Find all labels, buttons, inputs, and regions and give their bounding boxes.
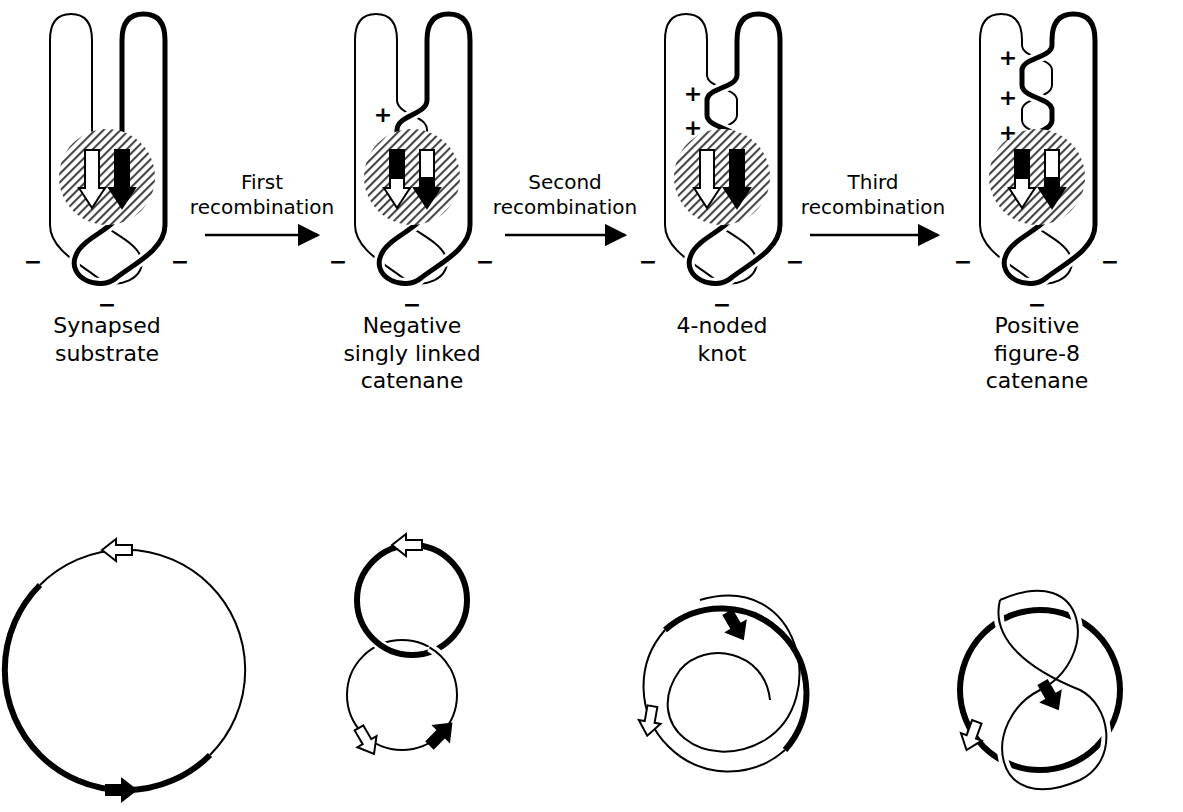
ring-halo (430, 647, 450, 667)
node-sign: − (24, 251, 42, 273)
site-arrow (79, 150, 105, 208)
step-label: Second recombination (490, 170, 640, 220)
site-arrow (694, 150, 720, 208)
node-sign: + (999, 87, 1017, 109)
product-caption: Positive figure-8 catenane (980, 312, 1095, 395)
node-sign: − (1028, 294, 1046, 316)
product-caption: Synapsed substrate (47, 312, 167, 367)
node-sign: + (374, 104, 392, 126)
reaction-arrows (205, 234, 938, 237)
node-sign: − (954, 251, 972, 273)
site-arrow (392, 534, 422, 556)
recombinase-complex (674, 129, 770, 225)
node-sign: + (999, 122, 1017, 144)
node-sign: − (1101, 251, 1119, 273)
step-label: Third recombination (798, 170, 948, 220)
step-label: First recombination (187, 170, 337, 220)
node-sign: − (98, 294, 116, 316)
site-arrow (956, 718, 987, 754)
node-sign: − (403, 294, 421, 316)
product-caption: 4-noded knot (665, 312, 780, 367)
thin-strand (40, 550, 245, 755)
synapse-panel (980, 14, 1095, 284)
recombinase-complex (59, 129, 155, 225)
node-sign: − (786, 251, 804, 273)
site-arrow (106, 779, 136, 801)
node-sign: + (684, 83, 702, 105)
circular-substrate (5, 539, 245, 801)
site-arrow (718, 607, 752, 644)
node-sign: − (639, 251, 657, 273)
site-arrow (724, 150, 750, 208)
thin-ring (998, 591, 1106, 790)
thick-ring (357, 545, 467, 655)
site-arrow (109, 150, 135, 208)
site-arrow (384, 150, 410, 208)
node-sign: − (476, 251, 494, 273)
recombinase-complex (364, 129, 460, 225)
thick-strand (5, 585, 210, 790)
site-arrow (349, 722, 383, 759)
site-arrow (1009, 150, 1035, 208)
synapse-panel (665, 14, 780, 284)
ring-halo (998, 591, 1106, 790)
synapse-panel (50, 14, 165, 284)
reaction-arrow (810, 234, 938, 237)
node-sign: + (999, 47, 1017, 69)
node-sign: − (171, 251, 189, 273)
site-arrow (1033, 677, 1067, 714)
site-arrow (1039, 150, 1065, 208)
strand-halo (668, 596, 800, 752)
node-sign: + (684, 117, 702, 139)
site-arrow (102, 539, 132, 561)
product-caption: Negative singly linked catenane (330, 312, 495, 395)
synapse-panel (355, 14, 470, 284)
reaction-arrow (205, 234, 318, 237)
reaction-arrow (505, 234, 625, 237)
site-arrow (636, 704, 663, 737)
ring-halo (357, 545, 467, 655)
node-sign: − (713, 294, 731, 316)
catenane (347, 534, 467, 759)
thin-ring (430, 647, 450, 667)
site-arrow (422, 716, 459, 753)
figure8-catenane (956, 591, 1120, 790)
node-sign: − (329, 251, 347, 273)
knot (636, 596, 806, 772)
thin-strand (668, 596, 800, 752)
site-arrow (414, 150, 440, 208)
